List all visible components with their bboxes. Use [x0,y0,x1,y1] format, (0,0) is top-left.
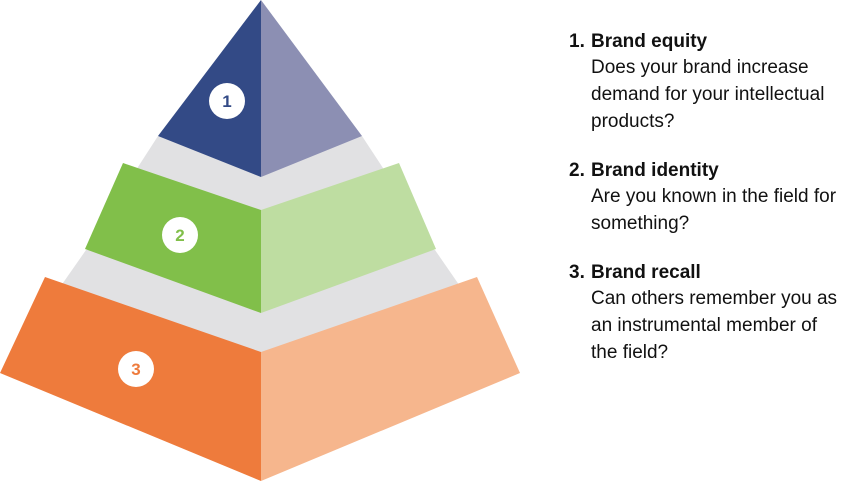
level-1-badge-number: 1 [222,92,231,111]
brand-pyramid-diagram: 1 2 3 [0,0,520,481]
pyramid-legend: 1. Brand equity Does your brand increase … [569,30,839,390]
level-2-badge-number: 2 [175,226,184,245]
legend-item-title: Brand equity [591,31,708,52]
level-1-badge: 1 [209,83,245,119]
pyramid-level-1-side [261,0,362,177]
legend-item-title: Brand recall [591,262,701,283]
legend-item-description: Can others remember you as an instrument… [591,288,838,363]
legend-item-title: Brand identity [591,160,719,181]
level-2-badge: 2 [162,217,198,253]
legend-item-number: 1. [569,31,585,52]
level-3-badge-number: 3 [131,360,140,379]
legend-item-heading: 2. Brand identity [569,159,839,183]
legend-item-brand-equity: 1. Brand equity Does your brand increase … [569,30,839,135]
legend-item-number: 3. [569,262,585,283]
legend-item-brand-recall: 3. Brand recall Can others remember you a… [569,261,839,366]
pyramid-level-2-side [261,163,436,313]
legend-item-description: Are you known in the field for something… [591,186,837,234]
legend-item-description: Does your brand increase demand for your… [591,57,825,132]
level-3-badge: 3 [118,351,154,387]
pyramid-level-3-side [261,277,520,481]
legend-item-heading: 1. Brand equity [569,30,839,54]
legend-item-heading: 3. Brand recall [569,261,839,285]
pyramid-level-1 [158,0,362,177]
legend-item-brand-identity: 2. Brand identity Are you known in the fi… [569,159,839,237]
pyramid-level-1-front [158,0,261,177]
legend-item-number: 2. [569,160,585,181]
